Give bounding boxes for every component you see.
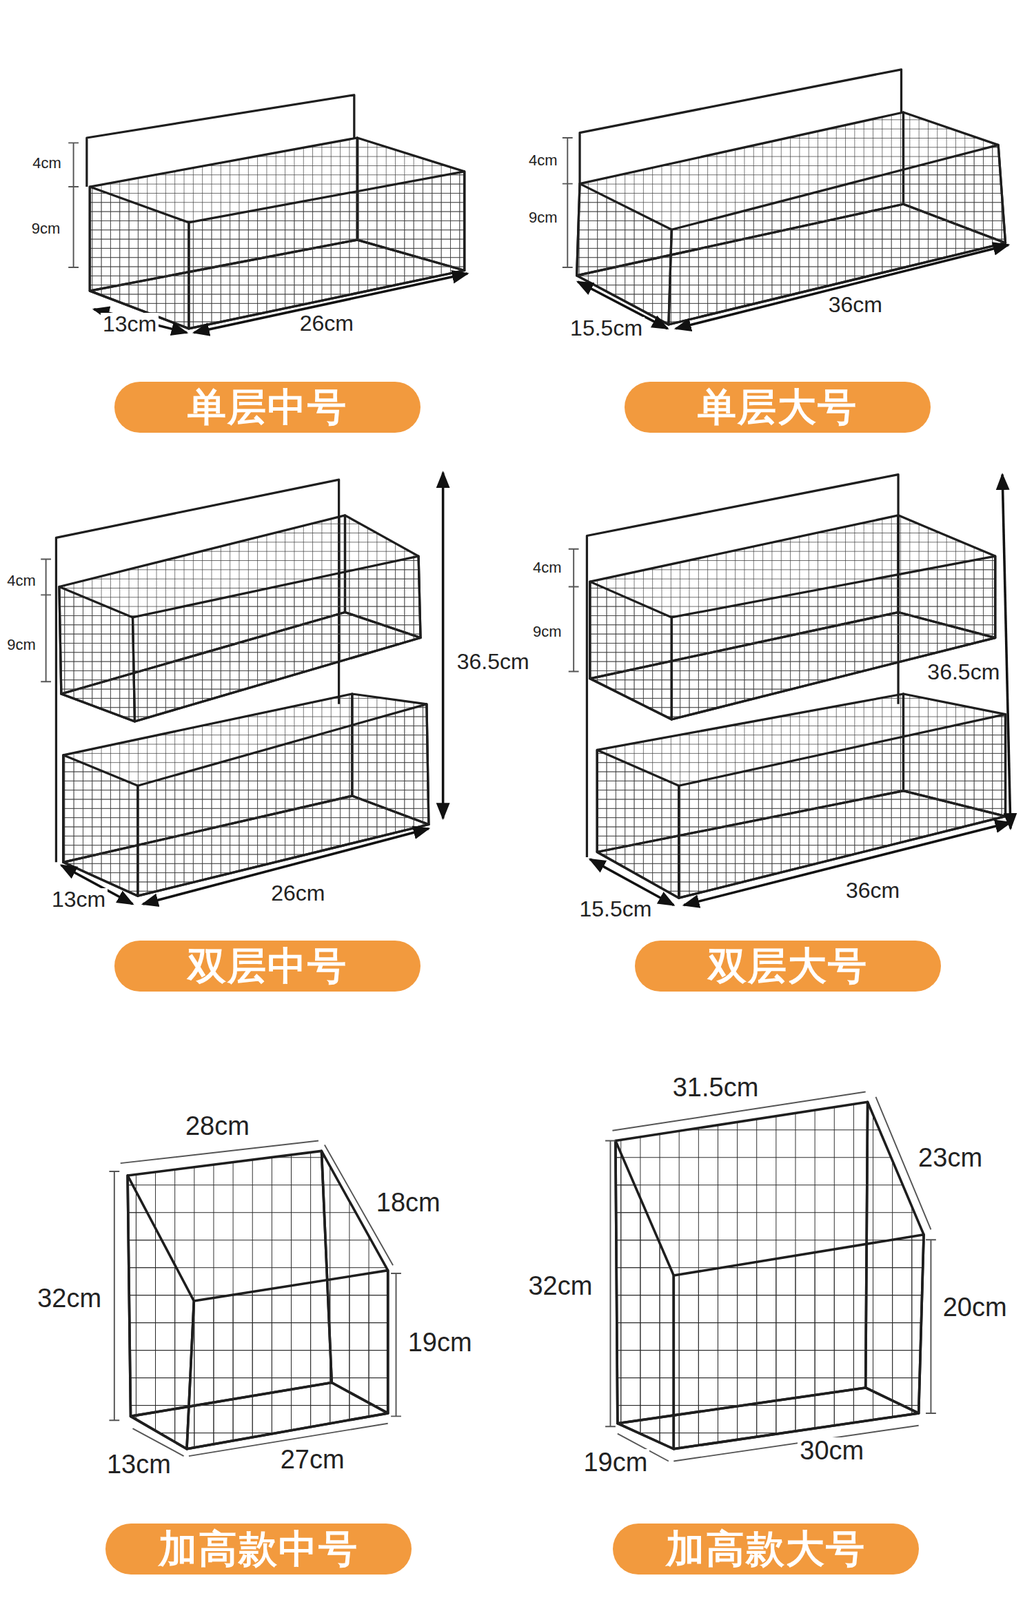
- badge-text: 加高款中号: [158, 1530, 359, 1569]
- tick-line: [40, 559, 52, 683]
- basket-tall-large: [615, 1102, 924, 1449]
- tick-line: [68, 142, 79, 268]
- tick-line: [120, 1091, 932, 1266]
- wire-face: [615, 1141, 674, 1450]
- dimension-label: 4cm: [30, 155, 64, 171]
- dimension-arrow: [683, 823, 1011, 906]
- basket-tall-medium: [127, 1151, 389, 1449]
- dimension-label: 20cm: [940, 1294, 1010, 1323]
- wire-face: [186, 1271, 389, 1450]
- size-badge: 加高款大号: [612, 1524, 919, 1576]
- size-badge: 单层大号: [624, 381, 931, 433]
- mesh-face: [596, 749, 679, 899]
- dimension-label: 30cm: [797, 1437, 866, 1466]
- wire-face: [127, 1176, 194, 1450]
- dimension-label: 15.5cm: [576, 898, 654, 922]
- dimension-label: 26cm: [297, 312, 356, 336]
- tick-line: [605, 1141, 616, 1428]
- wire-face: [673, 1235, 924, 1450]
- size-badge: 单层中号: [114, 381, 421, 433]
- badge-text: 双层大号: [707, 947, 868, 986]
- tick-line: [390, 1273, 402, 1417]
- dimension-label: 9cm: [526, 209, 560, 226]
- dimension-arrow: [675, 244, 1009, 329]
- dimension-arrow: [441, 472, 445, 819]
- dimension-label: 27cm: [278, 1446, 347, 1475]
- mesh-face: [59, 587, 136, 722]
- mesh-face: [63, 755, 138, 897]
- dimension-label: 9cm: [530, 623, 564, 640]
- dimension-label: 19cm: [581, 1449, 650, 1478]
- mesh-face: [668, 144, 1006, 325]
- dimension-label: 13cm: [100, 312, 159, 337]
- dimension-label: 4cm: [526, 152, 560, 169]
- dimension-label: 31.5cm: [670, 1074, 762, 1103]
- tick-line: [562, 137, 573, 268]
- dimension-label: 4cm: [4, 572, 38, 589]
- height-ticks: [40, 137, 937, 1463]
- badge-text: 单层大号: [697, 388, 858, 427]
- mesh-face: [89, 186, 189, 329]
- mesh-face: [576, 184, 673, 325]
- dimension-label: 36cm: [826, 293, 885, 318]
- dimension-label: 13cm: [49, 888, 108, 912]
- basket-double-medium: [55, 479, 429, 897]
- badge-text: 单层中号: [187, 388, 348, 427]
- basket-double-large: [586, 474, 1006, 899]
- tick-line: [108, 1171, 120, 1421]
- dimension-label: 32cm: [525, 1273, 595, 1301]
- dimension-label: 36.5cm: [454, 650, 532, 675]
- tick-line: [925, 1240, 937, 1414]
- dimension-label: 19cm: [406, 1329, 475, 1358]
- dimension-arrows: [61, 244, 1011, 906]
- badge-text: 加高款大号: [665, 1530, 866, 1569]
- dimension-label: 9cm: [29, 220, 63, 237]
- tick-line: [568, 549, 580, 673]
- dimension-label: 15.5cm: [568, 317, 645, 341]
- badge-text: 双层中号: [187, 947, 348, 986]
- size-badge: 双层大号: [634, 940, 941, 992]
- dimension-label: 4cm: [530, 559, 564, 576]
- dimension-label: 28cm: [183, 1113, 252, 1141]
- basket-single-large: [576, 69, 1006, 325]
- size-badge: 加高款中号: [105, 1524, 412, 1576]
- dimension-arrow: [1002, 474, 1011, 830]
- dimension-label: 23cm: [916, 1144, 985, 1173]
- mesh-face: [671, 556, 995, 720]
- dimension-label: 26cm: [268, 882, 327, 906]
- dimension-label: 13cm: [104, 1451, 174, 1480]
- mesh-face: [590, 581, 672, 720]
- dimension-label: 36.5cm: [925, 661, 1002, 685]
- dimension-label: 9cm: [4, 636, 38, 653]
- dimension-label: 18cm: [374, 1189, 443, 1218]
- dimension-label: 36cm: [843, 879, 902, 904]
- dimension-label: 32cm: [35, 1285, 104, 1314]
- mesh-face: [678, 714, 1006, 899]
- size-badge: 双层中号: [114, 940, 421, 992]
- basket-single-medium: [86, 95, 465, 329]
